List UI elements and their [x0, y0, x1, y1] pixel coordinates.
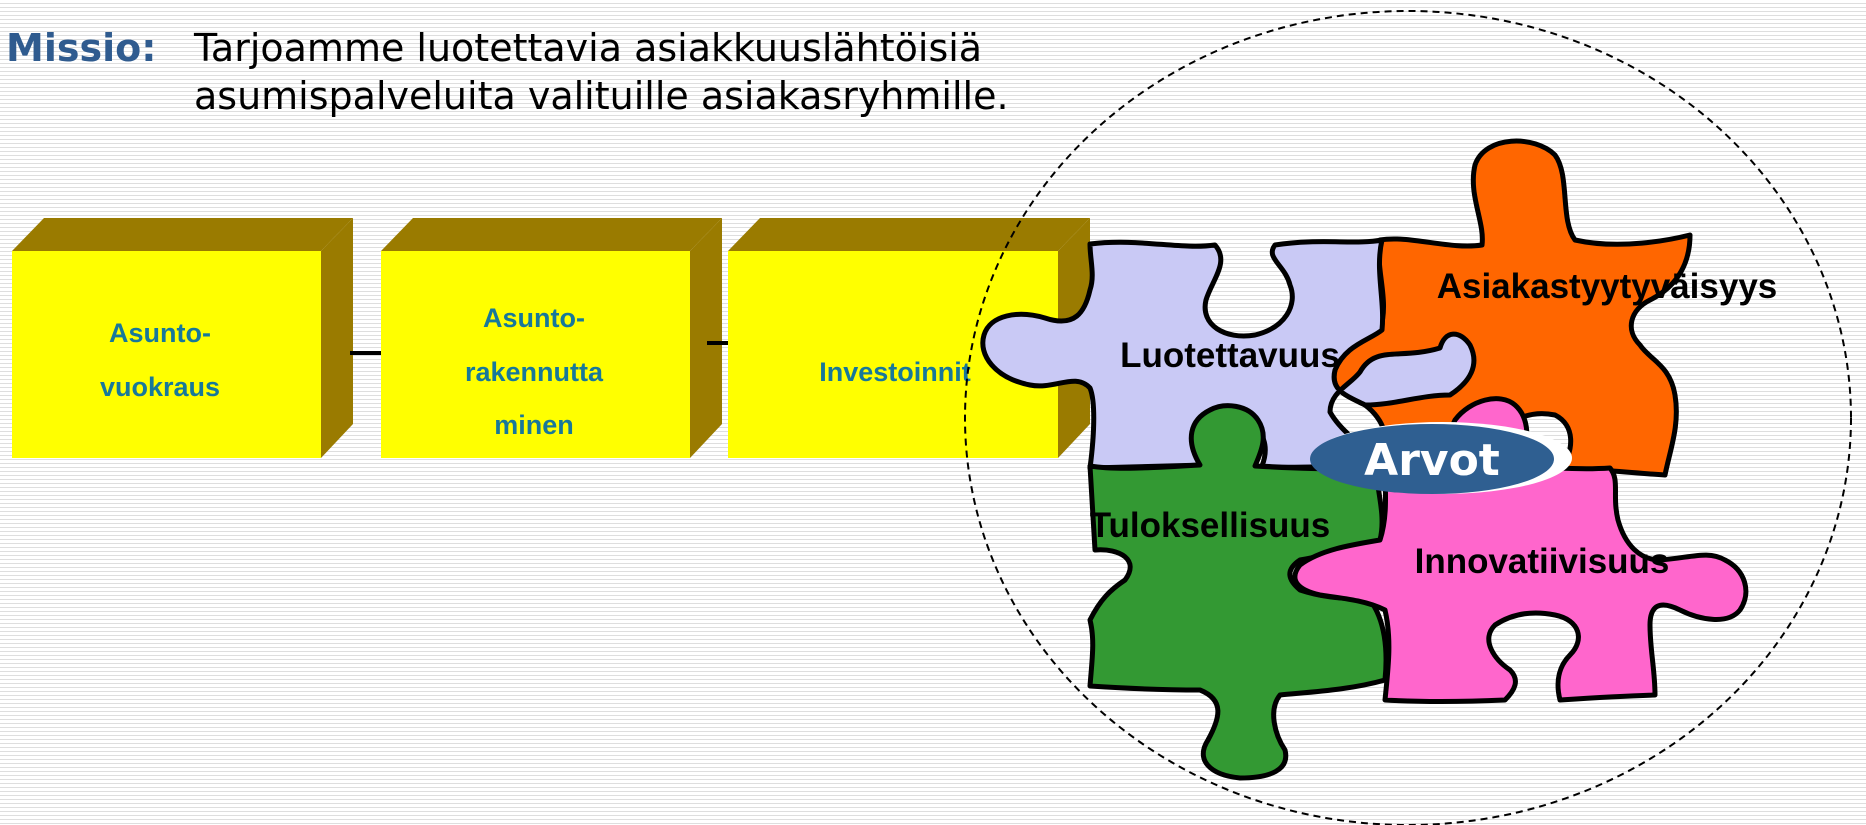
puzzle-piece-luotettavuus	[980, 237, 1477, 471]
label-asiakastyytyvaisyys: Asiakastyytyväisyys	[1437, 267, 1778, 306]
box-front-face	[12, 251, 321, 458]
box-top-face	[12, 218, 353, 251]
box-label-line-1: Investoinnit	[819, 357, 971, 387]
values-circle-outline	[964, 10, 1852, 825]
arvot-label: Arvot	[1364, 435, 1500, 486]
box-top-face	[728, 218, 1090, 251]
label-tuloksellisuus: Tuloksellisuus	[1090, 506, 1331, 545]
box-label-line-1: Asunto-	[483, 303, 585, 333]
label-innovatiivisuus: Innovatiivisuus	[1415, 542, 1670, 581]
mission-text-line-2: asumispalveluita valituille asiakasryhmi…	[194, 74, 1009, 118]
box-side-face	[321, 218, 353, 458]
label-luotettavuus: Luotettavuus	[1120, 336, 1340, 375]
box-side-face	[690, 218, 722, 458]
box-label-line-2: rakennutta	[465, 357, 604, 387]
box-top-face	[381, 218, 722, 251]
business-box-investoinnit: Investoinnit	[728, 218, 1090, 458]
mission-label: Missio:	[6, 26, 157, 70]
box-front-face	[381, 251, 690, 458]
puzzle-piece-tuloksellisuus	[1087, 403, 1389, 781]
business-box-asuntovuokraus: Asunto- vuokraus	[12, 218, 353, 458]
mission-text-line-1: Tarjoamme luotettavia asiakkuuslähtöisiä	[194, 26, 983, 70]
box-label-line-2: vuokraus	[100, 372, 220, 402]
box-label-line-1: Asunto-	[109, 318, 211, 348]
box-label-line-3: minen	[494, 410, 574, 440]
arvot-ellipse	[1310, 424, 1554, 494]
business-box-asuntorakennuttaminen: Asunto- rakennutta minen	[381, 218, 722, 458]
